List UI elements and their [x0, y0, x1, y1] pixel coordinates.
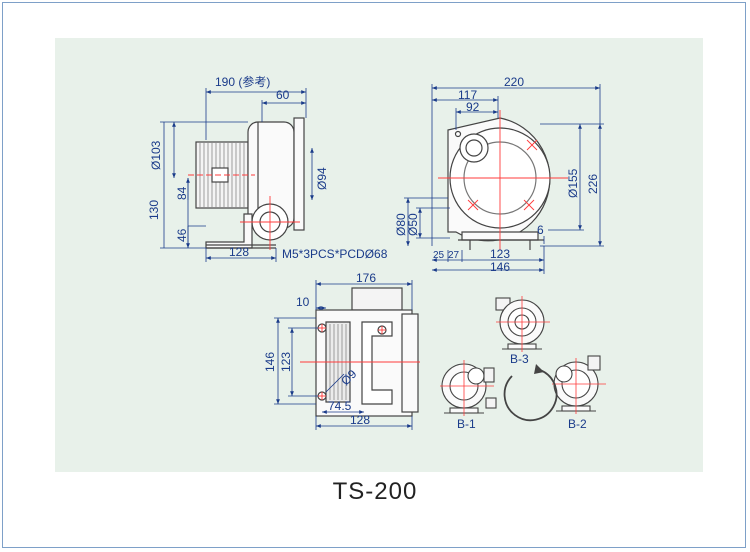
dim-width-176: 176	[356, 271, 376, 285]
dim-width-220: 220	[504, 75, 524, 89]
dim-base-128: 128	[229, 245, 249, 259]
dim-bottom-base-128: 128	[350, 413, 370, 427]
orientation-b3	[495, 297, 545, 350]
bottom-view	[315, 287, 419, 417]
dim-base-123: 123	[490, 247, 510, 261]
front-view	[195, 117, 305, 249]
orientation-b2	[553, 355, 601, 412]
model-caption: TS-200	[332, 478, 418, 505]
dim-outlet-depth: 60	[276, 88, 290, 102]
bottom-centerlines	[300, 324, 420, 400]
dim-width-117: 117	[458, 88, 477, 102]
label-b3: B-3	[510, 352, 529, 366]
rotation-arrow-head-icon	[534, 364, 544, 374]
mount-spec-label: M5*3PCS*PCDØ68	[282, 247, 388, 261]
dim-dia-103: Ø103	[149, 140, 163, 170]
dim-height-226: 226	[586, 174, 600, 194]
dim-base-25: 25	[433, 250, 445, 261]
dim-base-27: 27	[448, 250, 460, 261]
dim-height-123: 123	[279, 352, 293, 372]
orientation-b1	[441, 363, 497, 414]
rotation-arrow-icon	[503, 369, 558, 422]
dim-dia-80: Ø80	[394, 213, 408, 236]
dim-dia-94: Ø94	[315, 167, 329, 190]
dim-pitch-745: 74.5	[328, 399, 352, 413]
dim-dia-155: Ø155	[566, 168, 580, 198]
dim-flange-10: 10	[296, 295, 310, 309]
side-view	[447, 117, 551, 250]
dim-height-84: 84	[175, 186, 189, 200]
front-centerlines	[188, 174, 300, 250]
label-b2: B-2	[568, 417, 587, 431]
dim-height-46: 46	[175, 228, 189, 242]
dim-height-6: 6	[537, 223, 544, 237]
dim-overall-width: 190 (参考)	[215, 74, 270, 89]
dim-height-130: 130	[147, 200, 161, 220]
dim-dia-50: Ø50	[406, 213, 420, 236]
dim-width-92: 92	[466, 100, 480, 114]
label-b1: B-1	[457, 417, 476, 431]
dim-height-146: 146	[263, 352, 277, 372]
side-centerlines	[438, 110, 568, 250]
dim-base-146: 146	[490, 260, 510, 274]
